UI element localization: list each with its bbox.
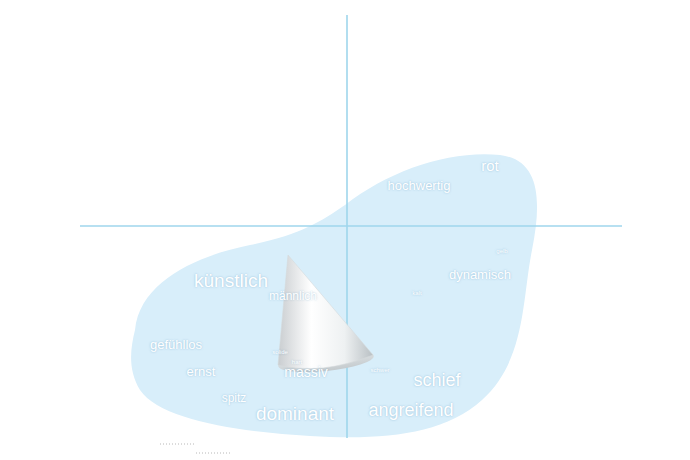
association-region: rothochwertiggelbdynamischkaltkünstlichm…	[125, 145, 545, 445]
association-word: künstlich	[194, 271, 268, 290]
cone-illustration	[277, 255, 375, 376]
association-word: hochwertig	[388, 179, 451, 192]
dotted-marks	[160, 444, 232, 453]
region-outline	[125, 145, 545, 445]
association-word: spitz	[222, 392, 247, 404]
association-word: solide	[272, 349, 288, 355]
association-word: kalt	[412, 290, 421, 296]
association-word: gelb	[496, 248, 507, 254]
association-word: dynamisch	[449, 268, 511, 281]
association-word: männlich	[269, 290, 317, 302]
association-word: gefühllos	[150, 338, 202, 351]
association-word: massiv	[284, 365, 328, 379]
association-word: rot	[481, 158, 499, 173]
horizontal-axis	[80, 225, 622, 227]
association-word: angreifend	[368, 401, 453, 419]
association-word: ernst	[187, 365, 216, 378]
association-word: schief	[413, 371, 460, 389]
association-word: schwer	[370, 367, 389, 373]
association-word: dominant	[256, 404, 334, 423]
